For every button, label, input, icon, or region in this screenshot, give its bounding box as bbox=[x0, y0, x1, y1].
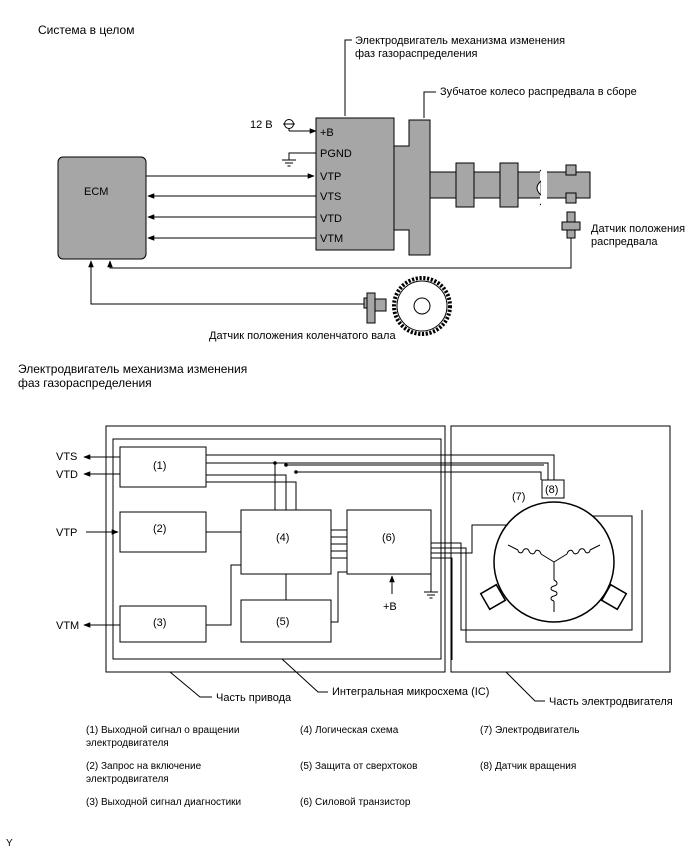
legend-8: (8) Датчик вращения bbox=[480, 761, 576, 772]
legend-6: (6) Силовой транзистор bbox=[300, 797, 411, 808]
footer-mark: Y bbox=[6, 838, 13, 849]
motor-windings bbox=[507, 544, 601, 612]
block-1-label: (1) bbox=[153, 460, 166, 472]
magnet-left bbox=[479, 583, 507, 611]
pin-vts: VTS bbox=[320, 191, 341, 203]
rotation-sensor-label: (8) bbox=[545, 484, 558, 496]
cam-lobe-1 bbox=[455, 162, 475, 208]
gear-label: Зубчатое колесо распредвала в сборе bbox=[440, 86, 637, 98]
signal-vtd: VTD bbox=[56, 469, 78, 481]
signal-vts: VTS bbox=[56, 451, 77, 463]
ic-frame bbox=[112, 438, 442, 660]
block-1 bbox=[119, 446, 207, 488]
block-3 bbox=[119, 605, 207, 643]
block6-plus-b: +B bbox=[383, 601, 397, 613]
ecm-label: ECM bbox=[84, 186, 108, 198]
cam-target-2 bbox=[565, 192, 577, 204]
cam-gear bbox=[393, 119, 431, 256]
block-5 bbox=[240, 599, 332, 643]
legend-2a: (2) Запрос на включение bbox=[86, 761, 202, 772]
block-2-label: (2) bbox=[153, 523, 166, 535]
magnet-right bbox=[600, 583, 628, 611]
vvt-motor-label-1: Электродвигатель механизма изменения bbox=[355, 35, 565, 47]
rotation-sensor bbox=[541, 479, 565, 499]
drive-part-leader bbox=[169, 671, 212, 698]
pin-vtm: VTM bbox=[320, 233, 343, 245]
legend: (1) Выходной сигнал о вращении электродв… bbox=[86, 725, 579, 808]
legend-1b: электродвигателя bbox=[86, 738, 169, 749]
pin-vtp: VTP bbox=[320, 171, 341, 183]
legend-4: (4) Логическая схема bbox=[300, 725, 399, 736]
ic-leader bbox=[281, 658, 328, 693]
section-title-motor-2: фаз газораспределения bbox=[18, 376, 152, 390]
crank-sensor-label: Датчик положения коленчатого вала bbox=[209, 330, 396, 342]
ecm-block bbox=[57, 156, 147, 260]
pin-pgnd: PGND bbox=[320, 148, 352, 160]
cam-sensor-label-1: Датчик положения bbox=[591, 223, 685, 235]
block-6-label: (6) bbox=[382, 532, 395, 544]
signal-vtm: VTM bbox=[56, 620, 79, 632]
cam-sensor-label-2: распредвала bbox=[591, 236, 658, 248]
gear-leader bbox=[423, 91, 436, 118]
block-5-label: (5) bbox=[276, 616, 289, 628]
section-title-motor-1: Электродвигатель механизма изменения bbox=[18, 362, 247, 376]
cam-target-1 bbox=[565, 164, 577, 176]
motor-part-leader bbox=[505, 671, 545, 702]
drive-part-frame bbox=[105, 425, 446, 673]
motor-number: (7) bbox=[512, 491, 525, 503]
cam-sensor-head bbox=[566, 211, 576, 223]
block-3-label: (3) bbox=[153, 617, 166, 629]
pin-plus-b: +B bbox=[320, 127, 334, 139]
section-title-system: Система в целом bbox=[38, 23, 134, 37]
cam-sensor-tail bbox=[566, 229, 576, 239]
cam-sensor-wire bbox=[107, 238, 572, 269]
legend-3: (3) Выходной сигнал диагностики bbox=[86, 797, 241, 808]
vvt-motor-label-2: фаз газораспределения bbox=[355, 48, 478, 60]
sensor-lines bbox=[206, 454, 555, 510]
drive-part-label: Часть привода bbox=[216, 692, 292, 704]
legend-1a: (1) Выходной сигнал о вращении bbox=[86, 725, 239, 736]
crank-sensor-body bbox=[366, 292, 376, 324]
logic-bus bbox=[331, 529, 347, 559]
motor-part-label: Часть электродвигателя bbox=[549, 696, 673, 708]
supply-12v-label: 12 В bbox=[250, 119, 273, 131]
legend-2b: электродвигателя bbox=[86, 774, 169, 785]
signal-vtp: VTP bbox=[56, 527, 77, 539]
motor-part-frame bbox=[450, 425, 671, 673]
ic-label: Интегральная микросхема (IC) bbox=[332, 686, 489, 698]
crank-sensor-tip bbox=[374, 298, 387, 312]
pin-vtd: VTD bbox=[320, 213, 342, 225]
cam-sensor-body bbox=[561, 221, 581, 231]
cam-lobe-2 bbox=[499, 162, 519, 208]
block-4-label: (4) bbox=[276, 532, 289, 544]
vvt-motor-leader bbox=[344, 39, 352, 116]
crank-sensor-wire bbox=[88, 260, 364, 305]
legend-7: (7) Электродвигатель bbox=[480, 725, 579, 736]
crank-gear-hub bbox=[413, 297, 431, 315]
vvt-motor-block bbox=[315, 117, 395, 251]
legend-5: (5) Защита от сверхтоков bbox=[300, 761, 417, 772]
pgnd-wire bbox=[288, 152, 316, 160]
block-4 bbox=[240, 509, 332, 575]
block-6 bbox=[346, 509, 432, 575]
block-2 bbox=[119, 511, 207, 553]
